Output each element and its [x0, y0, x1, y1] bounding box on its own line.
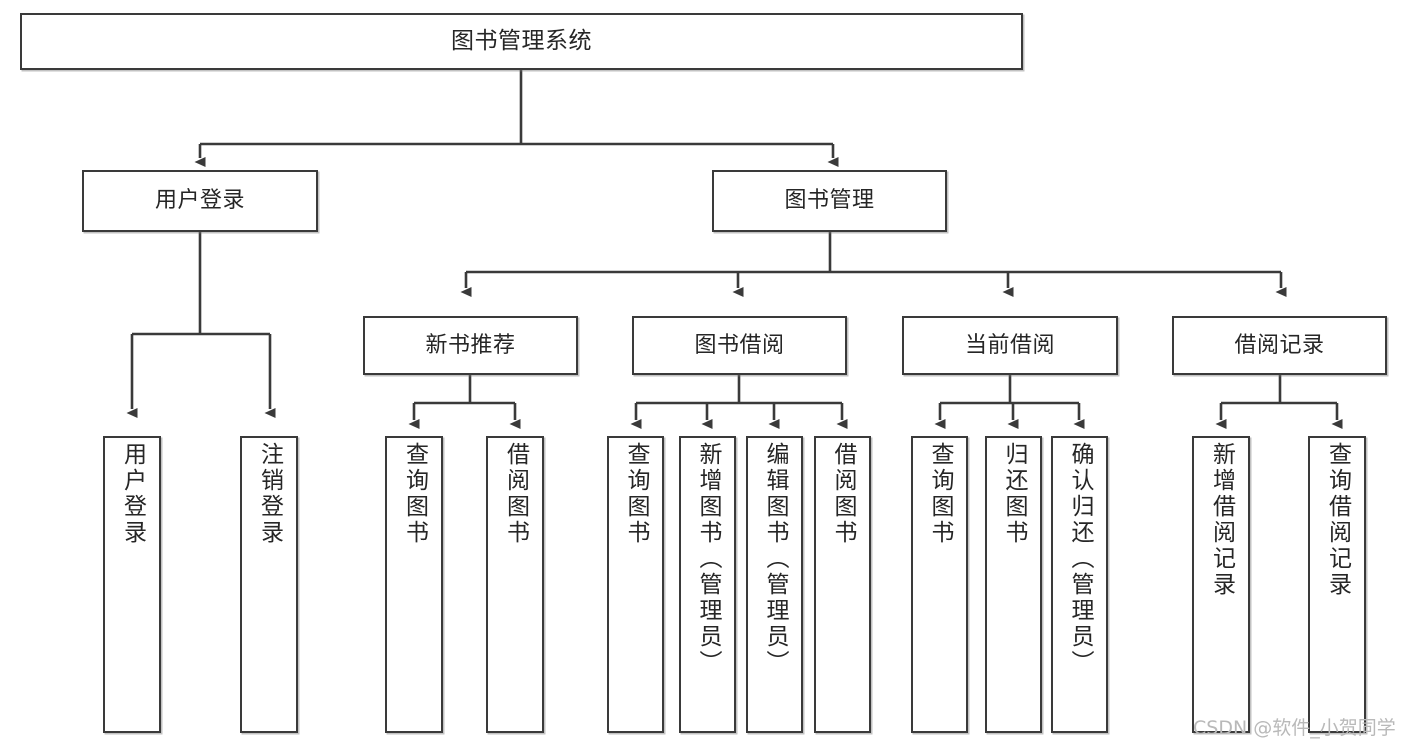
node-current-borrow[interactable]: 当前借阅: [902, 316, 1118, 375]
node-current-borrow-label: 当前借阅: [964, 332, 1055, 358]
node-leaf-edit-book-admin[interactable]: 编辑图书（管理员）: [746, 436, 803, 733]
node-leaf-query-borrow-record[interactable]: 查询借阅记录: [1308, 436, 1366, 733]
node-leaf-add-book-admin[interactable]: 新增图书（管理员）: [679, 436, 736, 733]
node-leaf-return-book-label: 归还图书: [1001, 442, 1027, 546]
node-leaf-borrow-book-1-label: 借阅图书: [502, 442, 529, 546]
node-new-book-rec[interactable]: 新书推荐: [363, 316, 578, 375]
node-book-borrow[interactable]: 图书借阅: [632, 316, 847, 375]
node-root-label: 图书管理系统: [451, 27, 592, 54]
node-user-login[interactable]: 用户登录: [82, 170, 318, 232]
node-leaf-confirm-return-admin-label: 确认归还（管理员）: [1067, 442, 1093, 676]
node-leaf-user-login[interactable]: 用户登录: [103, 436, 161, 733]
node-leaf-logout-login-label: 注销登录: [256, 442, 283, 546]
node-leaf-query-book-1-label: 查询图书: [401, 442, 428, 546]
node-leaf-add-book-admin-label: 新增图书（管理员）: [695, 442, 721, 676]
node-leaf-user-login-label: 用户登录: [119, 442, 146, 546]
node-leaf-add-borrow-record[interactable]: 新增借阅记录: [1192, 436, 1250, 733]
node-leaf-confirm-return-admin[interactable]: 确认归还（管理员）: [1051, 436, 1108, 733]
node-leaf-query-book-3-label: 查询图书: [927, 442, 953, 546]
node-leaf-add-borrow-record-label: 新增借阅记录: [1208, 442, 1235, 598]
node-book-borrow-label: 图书借阅: [694, 332, 785, 358]
node-new-book-rec-label: 新书推荐: [425, 332, 516, 358]
node-leaf-query-book-2[interactable]: 查询图书: [607, 436, 664, 733]
node-leaf-logout-login[interactable]: 注销登录: [240, 436, 298, 733]
node-leaf-borrow-book-2[interactable]: 借阅图书: [814, 436, 871, 733]
node-leaf-query-book-3[interactable]: 查询图书: [911, 436, 968, 733]
node-leaf-query-book-2-label: 查询图书: [623, 442, 649, 546]
node-root[interactable]: 图书管理系统: [20, 13, 1023, 70]
node-borrow-record-label: 借阅记录: [1234, 332, 1325, 358]
node-user-login-label: 用户登录: [154, 188, 245, 214]
node-leaf-return-book[interactable]: 归还图书: [985, 436, 1042, 733]
node-leaf-query-book-1[interactable]: 查询图书: [385, 436, 443, 733]
node-book-manage[interactable]: 图书管理: [712, 170, 947, 232]
csdn-watermark: CSDN @软件_小贺同学: [1193, 717, 1396, 739]
node-borrow-record[interactable]: 借阅记录: [1172, 316, 1387, 375]
node-leaf-borrow-book-1[interactable]: 借阅图书: [486, 436, 544, 733]
node-leaf-borrow-book-2-label: 借阅图书: [830, 442, 856, 546]
node-book-manage-label: 图书管理: [784, 188, 875, 214]
node-leaf-edit-book-admin-label: 编辑图书（管理员）: [762, 442, 788, 676]
node-leaf-query-borrow-record-label: 查询借阅记录: [1324, 442, 1351, 598]
